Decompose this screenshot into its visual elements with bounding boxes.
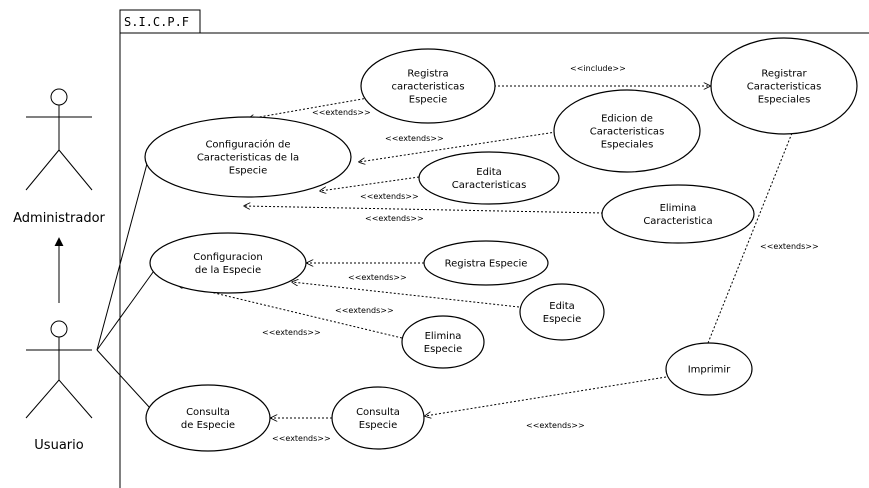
use-cases-layer: Configuración de Caracteristicas de la Esp… (144, 37, 858, 452)
stereotype-label: <<extends>> (365, 214, 424, 223)
use-case-label: Caracteristicas (452, 180, 527, 191)
use-case-label: de la Especie (195, 265, 261, 276)
system-name: S.I.C.P.F (124, 15, 189, 29)
dependency-arrow (292, 282, 520, 308)
use-case-ellipse[interactable] (601, 184, 755, 244)
stereotype-label: <<extends>> (360, 192, 419, 201)
stereotype-label: <<extends>> (335, 306, 394, 315)
use-case-label: Especie (229, 166, 267, 177)
use-case-label: Caracteristica (643, 216, 712, 227)
use-case-ellipse[interactable] (665, 342, 753, 396)
use-case-label: Edita (549, 301, 575, 312)
use-case-ellipse[interactable] (144, 116, 352, 198)
use-case-label: Caracteristicas (590, 127, 665, 138)
use-case-label: de Especie (181, 420, 235, 431)
dependency-arrow (244, 206, 604, 214)
use-case-label: Especiales (601, 140, 654, 151)
stereotype-label: <<extends>> (526, 421, 585, 430)
use-case-label: Registra Especie (445, 259, 528, 270)
stereotype-label: <<include>> (570, 64, 626, 73)
dependency-arrow (248, 97, 369, 119)
use-case-consulta-de-especie[interactable]: Consulta de Especie (145, 384, 271, 452)
use-case-ellipse[interactable] (331, 386, 425, 450)
relation-imprimir-consulta-extends: <<extends>> (425, 376, 667, 430)
relation-registra-caract-include: <<include>> (494, 64, 710, 86)
relation-registra-especie-extends: <<extends>> (307, 263, 424, 282)
relation-elimina-caract-extends: <<extends>> (244, 206, 604, 223)
use-case-label: Caracteristicas (747, 82, 822, 93)
actor-stick-figure-icon (25, 88, 93, 191)
use-case-label: Configuracion (193, 252, 262, 263)
use-case-label: Especiales (758, 95, 811, 106)
use-case-ellipse[interactable] (145, 384, 271, 452)
use-case-ellipse[interactable] (149, 232, 307, 294)
stereotype-label: <<extends>> (272, 434, 331, 443)
relation-consulta-especie-extends: <<extends>> (271, 418, 332, 443)
actor-label: Administrador (13, 211, 105, 226)
relation-edita-caract-extends: <<extends>> (320, 176, 420, 201)
relation-registra-caract-extends: <<extends>> (248, 97, 371, 119)
stereotype-label: <<extends>> (312, 108, 371, 117)
use-case-label: Registra (407, 69, 448, 80)
dependency-arrow (359, 131, 557, 162)
use-case-label: Caracteristicas de la (197, 153, 299, 164)
use-case-label: Especie (409, 95, 447, 106)
dependency-arrow (707, 123, 796, 344)
relation-edita-especie-extends: <<extends>> (292, 282, 520, 315)
actor-stick-figure-icon (25, 320, 93, 419)
actor-administrador[interactable]: Administrador (13, 88, 106, 226)
stereotype-label: <<extends>> (262, 328, 321, 337)
use-case-label: Consulta (186, 407, 230, 418)
actor-label: Usuario (34, 438, 83, 453)
use-case-ellipse[interactable] (418, 151, 560, 205)
use-case-label: Elimina (660, 203, 697, 214)
use-case-label: Imprimir (688, 365, 731, 376)
use-case-label: Edita (476, 167, 502, 178)
relation-imprimir-registrar-extends: <<extends>> (707, 123, 819, 344)
use-case-imprimir[interactable]: Imprimir (665, 342, 753, 396)
use-case-label: Especie (424, 344, 462, 355)
use-case-ellipse[interactable] (423, 240, 549, 286)
relation-edicion-caract-extends: <<extends>> (359, 131, 557, 162)
use-case-ellipse[interactable] (710, 37, 858, 135)
use-case-ellipse[interactable] (519, 283, 605, 341)
actor-associations (96, 159, 157, 409)
use-case-ellipse[interactable] (553, 89, 701, 173)
relations-layer: <<extends>> <<include>> <<extends>> <<exten… (177, 64, 819, 443)
dependency-arrow (320, 176, 420, 191)
stereotype-label: <<extends>> (348, 273, 407, 282)
use-case-label: Edicion de (601, 114, 653, 125)
use-case-label: Registrar (761, 69, 807, 80)
use-case-config-especie[interactable]: Configuracion de la Especie (149, 232, 307, 294)
stereotype-label: <<extends>> (760, 242, 819, 251)
use-case-label: Configuración de (205, 139, 290, 151)
use-case-config-caract[interactable]: Configuración de Caracteristicas de la Esp… (144, 116, 352, 198)
use-case-label: Elimina (425, 331, 462, 342)
use-case-label: caracteristicas (391, 82, 464, 93)
dependency-arrow (425, 376, 667, 416)
use-case-label: Especie (543, 314, 581, 325)
actor-usuario[interactable]: Usuario (25, 320, 93, 453)
use-case-ellipse[interactable] (401, 315, 485, 369)
stereotype-label: <<extends>> (385, 134, 444, 143)
use-case-ellipse[interactable] (360, 48, 496, 124)
system-boundary: S.I.C.P.F (119, 9, 869, 488)
use-case-label: Consulta (356, 407, 400, 418)
use-case-registra-especie[interactable]: Registra Especie (423, 240, 549, 286)
use-case-label: Especie (359, 420, 397, 431)
